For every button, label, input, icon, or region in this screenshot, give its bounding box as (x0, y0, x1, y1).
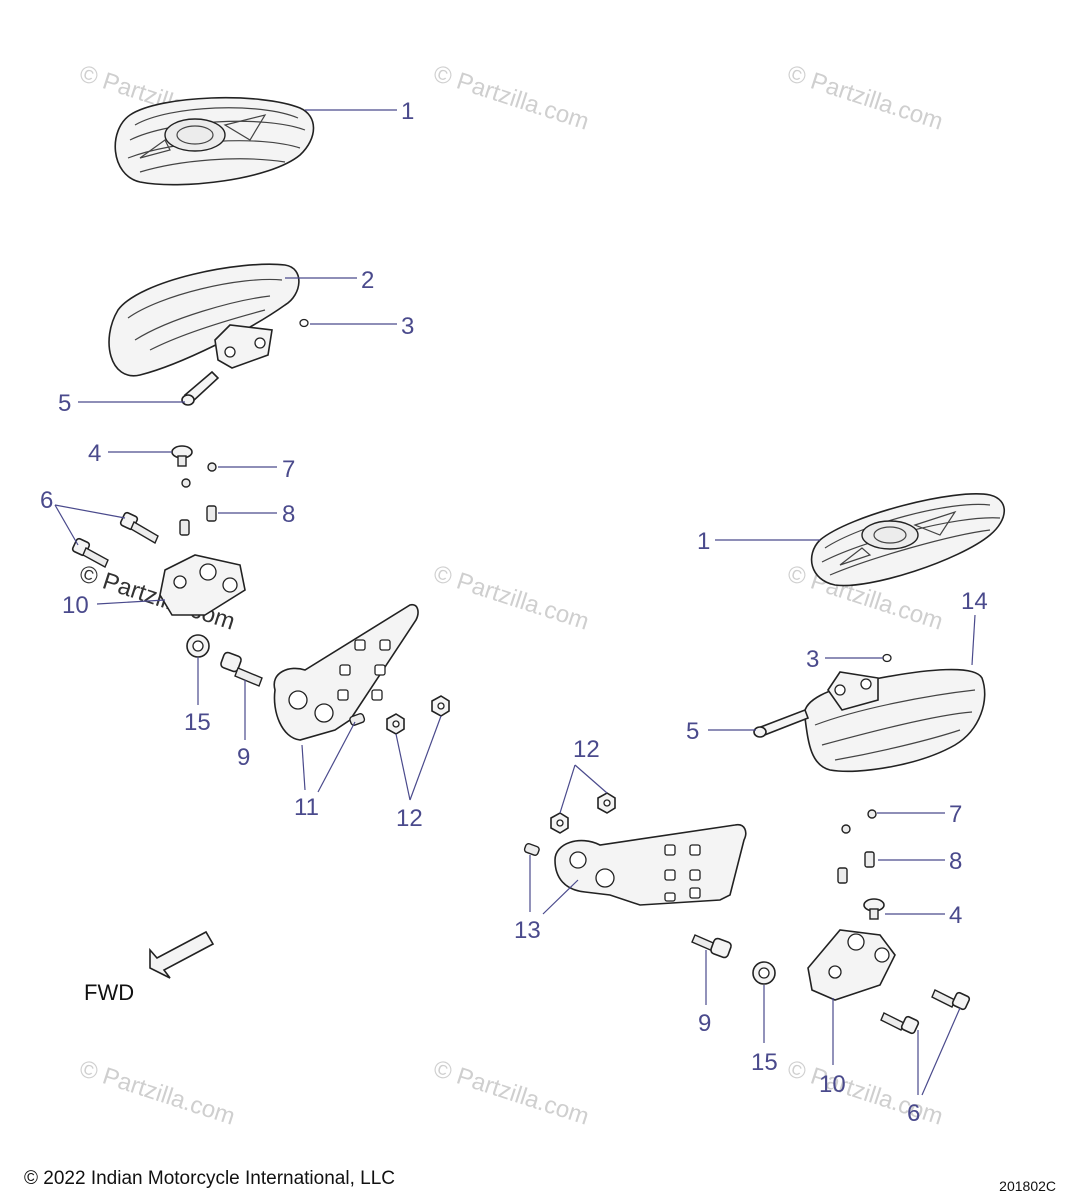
callout-1: 1 (401, 98, 414, 125)
callout-10: 10 (819, 1071, 846, 1098)
mount-clamp-right (807, 929, 896, 1001)
screw-right (931, 989, 971, 1011)
drawing-number: 201802C (999, 1178, 1056, 1194)
callout-12: 12 (573, 736, 600, 763)
callout-3: 3 (806, 646, 819, 673)
callout-7: 7 (949, 801, 962, 828)
o-ring-right (882, 653, 892, 663)
bolt-right (691, 934, 732, 959)
callout-7: 7 (282, 456, 295, 483)
nut-left (386, 713, 405, 735)
callout-12: 12 (396, 805, 423, 832)
callout-10: 10 (62, 592, 89, 619)
callout-2: 2 (361, 267, 374, 294)
callout-9: 9 (698, 1010, 711, 1037)
nut-right (550, 812, 569, 834)
pivot-pin-left (181, 370, 220, 406)
callout-4: 4 (88, 440, 101, 467)
bushing-left (186, 634, 210, 658)
watermark: © Partzilla.com (784, 60, 946, 136)
forward-label: FWD (84, 980, 134, 1005)
detent-ball-right (867, 809, 877, 819)
leader-lines (54, 109, 976, 1096)
detent-plunger-right (863, 898, 885, 920)
callout-8: 8 (282, 501, 295, 528)
footboard-tray-left (108, 263, 300, 377)
watermark: © Partzilla.com (430, 560, 592, 636)
callout-14: 14 (961, 588, 988, 615)
callout-13: 13 (514, 917, 541, 944)
detent-ball-left (207, 462, 217, 472)
callout-11: 11 (294, 794, 319, 821)
bolt-left (220, 651, 263, 687)
mount-clamp-left (159, 554, 246, 616)
dowel-pin-left (349, 712, 366, 726)
callout-15: 15 (184, 709, 211, 736)
callout-3: 3 (401, 313, 414, 340)
callout-6: 6 (907, 1100, 920, 1127)
nut-left (431, 695, 450, 717)
callout-1: 1 (697, 528, 710, 555)
forward-arrow (149, 930, 215, 979)
spring-right (864, 851, 875, 868)
detent-ball-right (841, 824, 851, 834)
dowel-pin-right (523, 842, 540, 856)
detent-plunger-left (171, 445, 193, 467)
footboard-pad-right (810, 493, 1005, 587)
footboard-pad-left (114, 96, 315, 186)
callout-5: 5 (686, 718, 699, 745)
spring-left (179, 519, 190, 536)
mounting-bracket-right (554, 823, 747, 906)
watermark: © Partzilla.com (430, 60, 592, 136)
callout-labels: 1 2 3 5 4 7 6 8 10 15 9 11 12 1 14 3 5 1… (40, 98, 988, 1127)
callout-5: 5 (58, 390, 71, 417)
spring-left (206, 505, 217, 522)
bushing-right (752, 961, 776, 985)
o-ring-left (299, 318, 309, 328)
pivot-pin-right (753, 708, 810, 738)
copyright-notice: © 2022 Indian Motorcycle International, … (24, 1168, 395, 1189)
watermark: © Partzilla.com (76, 1055, 238, 1131)
screw-right (880, 1012, 920, 1035)
screw-left (119, 511, 159, 545)
footboard-tray-right (803, 668, 986, 773)
callout-9: 9 (237, 744, 250, 771)
watermark: © Partzilla.com (784, 1055, 946, 1131)
callout-4: 4 (949, 902, 962, 929)
callout-6: 6 (40, 487, 53, 514)
nut-right (597, 792, 616, 814)
spring-right (837, 867, 848, 884)
mounting-bracket-left (273, 603, 419, 741)
detent-ball-left (181, 478, 191, 488)
callout-15: 15 (751, 1049, 778, 1076)
callout-8: 8 (949, 848, 962, 875)
watermark: © Partzilla.com (430, 1055, 592, 1131)
